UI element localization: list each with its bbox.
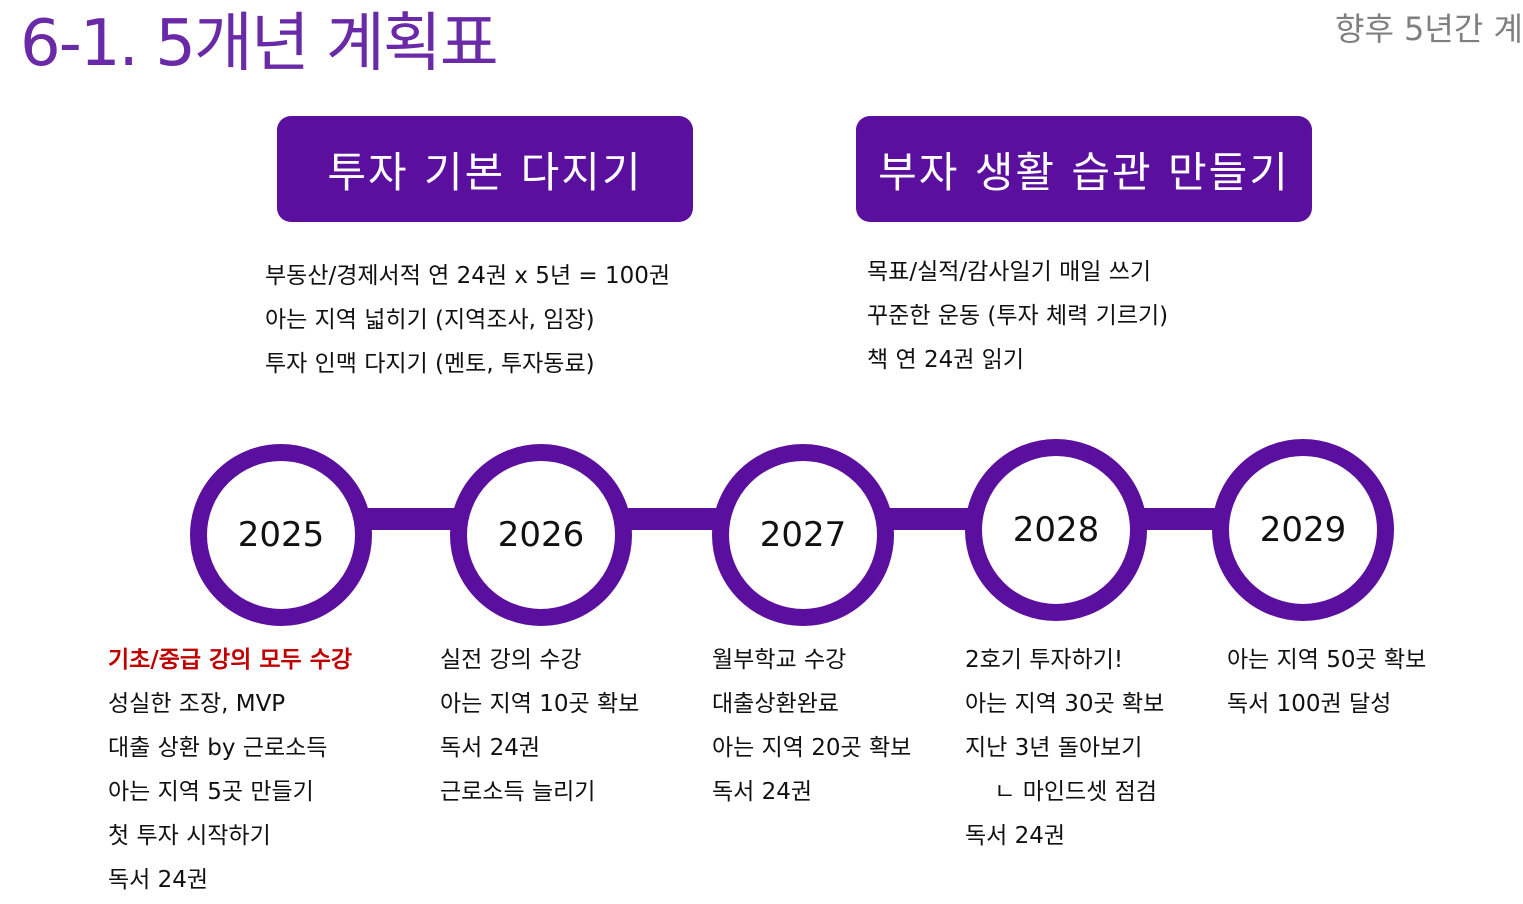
year-goal: 아는 지역 30곳 확보 — [965, 691, 1165, 717]
year-goal: 독서 24권 — [440, 735, 541, 761]
year-goal: 지난 3년 돌아보기 — [965, 735, 1143, 761]
theme-item: 아는 지역 넓히기 (지역조사, 임장) — [265, 307, 595, 333]
year-node-2025: 2025 — [190, 444, 372, 626]
year-goal: 아는 지역 10곳 확보 — [440, 691, 640, 717]
theme-box-investment-basics: 투자 기본 다지기 — [277, 116, 693, 222]
year-goal: 아는 지역 20곳 확보 — [712, 735, 912, 761]
year-goal: 첫 투자 시작하기 — [108, 823, 271, 849]
theme-box-wealth-habits: 부자 생활 습관 만들기 — [856, 116, 1312, 222]
theme-item: 목표/실적/감사일기 매일 쓰기 — [867, 259, 1152, 285]
year-node-2029: 2029 — [1212, 439, 1394, 621]
year-goal: 아는 지역 5곳 만들기 — [108, 779, 314, 805]
year-goal: 대출상환완료 — [712, 691, 839, 717]
year-goals-2025: 기초/중급 강의 모두 수강 성실한 조장, MVP 대출 상환 by 근로소득… — [108, 638, 352, 902]
theme-list-wealth-habits: 목표/실적/감사일기 매일 쓰기 꾸준한 운동 (투자 체력 기르기) 책 연 … — [867, 250, 1168, 382]
year-goal: 독서 24권 — [712, 779, 813, 805]
year-goal-highlight: 기초/중급 강의 모두 수강 — [108, 647, 353, 673]
theme-item: 부동산/경제서적 연 24권 x 5년 = 100권 — [265, 263, 671, 289]
year-node-2027: 2027 — [712, 444, 894, 626]
year-goal: 독서 24권 — [108, 867, 209, 893]
year-goal: ㄴ 마인드셋 점검 — [965, 779, 1157, 805]
year-node-2028: 2028 — [965, 439, 1147, 621]
page-title: 6-1. 5개년 계획표 — [20, 7, 499, 81]
year-goal: 성실한 조장, MVP — [108, 691, 286, 717]
year-goal: 실전 강의 수강 — [440, 647, 582, 673]
year-goal: 대출 상환 by 근로소득 — [108, 735, 328, 761]
year-goal: 2호기 투자하기! — [965, 647, 1124, 673]
year-goal: 독서 24권 — [965, 823, 1066, 849]
year-goal: 근로소득 늘리기 — [440, 779, 596, 805]
theme-item: 책 연 24권 읽기 — [867, 347, 1024, 373]
theme-list-investment-basics: 부동산/경제서적 연 24권 x 5년 = 100권 아는 지역 넓히기 (지역… — [265, 254, 670, 386]
year-goals-2028: 2호기 투자하기! 아는 지역 30곳 확보 지난 3년 돌아보기 ㄴ 마인드셋… — [965, 638, 1164, 858]
year-goal: 독서 100권 달성 — [1227, 691, 1392, 717]
page-subtitle: 향후 5년간 계 — [1335, 10, 1523, 48]
year-goal: 아는 지역 50곳 확보 — [1227, 647, 1427, 673]
theme-item: 꾸준한 운동 (투자 체력 기르기) — [867, 303, 1169, 329]
theme-item: 투자 인맥 다지기 (멘토, 투자동료) — [265, 351, 595, 377]
year-goals-2027: 월부학교 수강 대출상환완료 아는 지역 20곳 확보 독서 24권 — [712, 638, 911, 814]
year-goals-2026: 실전 강의 수강 아는 지역 10곳 확보 독서 24권 근로소득 늘리기 — [440, 638, 639, 814]
year-goal: 월부학교 수강 — [712, 647, 847, 673]
year-goals-2029: 아는 지역 50곳 확보 독서 100권 달성 — [1227, 638, 1426, 726]
year-node-2026: 2026 — [450, 444, 632, 626]
